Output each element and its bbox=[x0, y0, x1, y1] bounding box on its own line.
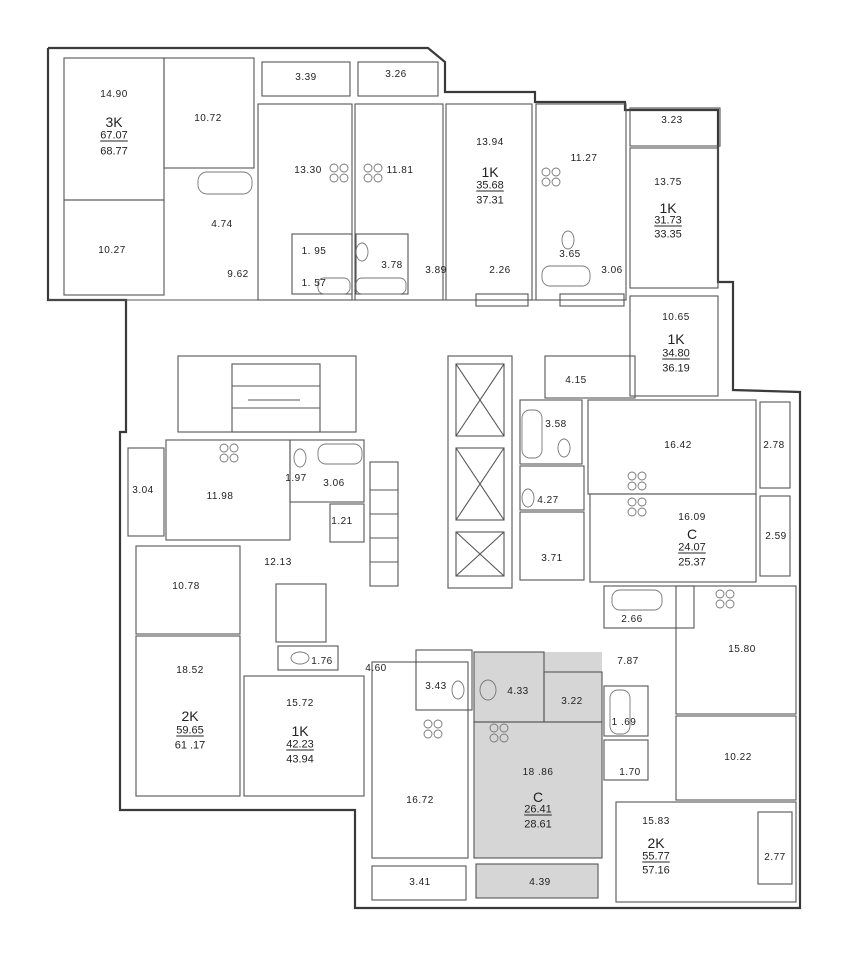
room-area: 13.75 bbox=[654, 177, 682, 188]
room-area: 4.60 bbox=[365, 663, 387, 674]
room-area: 2.59 bbox=[765, 531, 787, 542]
apartment-living-area: 26.41 bbox=[524, 803, 552, 816]
room-area: 2.26 bbox=[489, 265, 511, 276]
room-area: 14.90 bbox=[100, 89, 128, 100]
highlighted-balcony bbox=[476, 864, 598, 898]
room-area: 1 .69 bbox=[611, 717, 637, 728]
room-area: 7.87 bbox=[617, 656, 639, 667]
apartment-living-area: 55.77 bbox=[642, 850, 670, 863]
apartment-living-area: 24.07 bbox=[678, 541, 706, 554]
room-area: 18 .86 bbox=[522, 767, 554, 778]
room-area: 10.78 bbox=[172, 581, 200, 592]
apartment-type: 1K bbox=[667, 331, 685, 347]
room-area: 11.98 bbox=[206, 491, 234, 502]
outer-wall bbox=[46, 46, 802, 910]
plumbing-fixtures bbox=[197, 163, 735, 743]
apartment-total-area: 68.77 bbox=[100, 145, 128, 158]
room-area: 3.23 bbox=[661, 115, 683, 126]
room-area: 16.72 bbox=[406, 795, 434, 806]
room-area: 1. 57 bbox=[301, 278, 327, 289]
room-area: 3.43 bbox=[425, 681, 447, 692]
apartment-type: 2K bbox=[647, 835, 665, 851]
room-area: 18.52 bbox=[176, 665, 204, 676]
apartment-total-area: 57.16 bbox=[642, 864, 670, 877]
room-area: 16.09 bbox=[678, 512, 706, 523]
apartment-living-area: 59.65 bbox=[176, 724, 204, 737]
room-area: 12.13 bbox=[264, 557, 292, 568]
room-area: 3.22 bbox=[561, 696, 583, 707]
apartment-total-area: 25.37 bbox=[678, 556, 706, 569]
room-area: 3.78 bbox=[381, 260, 403, 271]
apartment-total-area: 61 .17 bbox=[174, 739, 206, 752]
apartment-living-area: 35.68 bbox=[476, 179, 504, 192]
room-area: 3.04 bbox=[132, 485, 154, 496]
room-area: 3.39 bbox=[295, 72, 317, 83]
room-area: 4.33 bbox=[507, 686, 529, 697]
room-area: 16.42 bbox=[664, 440, 692, 451]
room-area: 4.15 bbox=[565, 375, 587, 386]
room-area: 3.26 bbox=[385, 69, 407, 80]
apartment-total-area: 37.31 bbox=[476, 194, 504, 207]
apartment-living-area: 31.73 bbox=[654, 214, 682, 227]
room-area: 1.21 bbox=[331, 516, 353, 527]
apartment-living-area: 42.23 bbox=[286, 738, 314, 751]
room-area: 2.78 bbox=[763, 440, 785, 451]
apartment-total-area: 36.19 bbox=[662, 362, 690, 375]
apartment-type: 1K bbox=[291, 723, 309, 739]
core-walls bbox=[177, 355, 513, 589]
room-area: 1.70 bbox=[619, 767, 641, 778]
apartment-total-area: 43.94 bbox=[286, 753, 314, 766]
room-area: 3.89 bbox=[425, 265, 447, 276]
apartment-type: 2K bbox=[181, 708, 199, 724]
room-area: 15.83 bbox=[642, 816, 670, 827]
room-area: 15.72 bbox=[286, 698, 314, 709]
room-area: 9.62 bbox=[227, 269, 249, 280]
apartment-type: 3K bbox=[105, 114, 123, 130]
room-area: 1.97 bbox=[285, 473, 307, 484]
apartment-total-area: 33.35 bbox=[654, 228, 682, 241]
room-area: 2.77 bbox=[764, 852, 786, 863]
apartment-type: C bbox=[532, 789, 544, 805]
east-walls bbox=[519, 355, 797, 903]
room-area: 4.39 bbox=[529, 877, 551, 888]
apartment-type: 1K bbox=[659, 200, 677, 216]
room-area: 3.71 bbox=[541, 553, 563, 564]
room-area: 1.76 bbox=[311, 656, 333, 667]
apartment-type: 1K bbox=[481, 164, 499, 180]
room-area: 11.27 bbox=[570, 153, 598, 164]
room-area: 10.27 bbox=[98, 245, 126, 256]
room-area: 11.81 bbox=[386, 165, 414, 176]
room-area: 3.06 bbox=[601, 265, 623, 276]
room-area: 10.72 bbox=[194, 113, 222, 124]
room-area: 13.94 bbox=[476, 137, 504, 148]
room-area: 3.06 bbox=[323, 478, 345, 489]
apartment-living-area: 34.80 bbox=[662, 347, 690, 360]
room-area: 10.65 bbox=[662, 312, 690, 323]
room-area: 3.58 bbox=[545, 419, 567, 430]
room-area: 2.66 bbox=[621, 614, 643, 625]
apartment-living-area: 67.07 bbox=[100, 129, 128, 142]
room-area: 15.80 bbox=[728, 644, 756, 655]
room-area: 13.30 bbox=[294, 165, 322, 176]
north-walls bbox=[48, 57, 721, 397]
room-area: 1. 95 bbox=[301, 246, 327, 257]
room-area: 4.74 bbox=[211, 219, 233, 230]
room-area: 4.27 bbox=[537, 495, 559, 506]
room-area: 10.22 bbox=[724, 752, 752, 763]
west-south-walls bbox=[127, 439, 603, 901]
apartment-type: C bbox=[686, 526, 698, 542]
room-area: 3.65 bbox=[559, 249, 581, 260]
room-area: 3.41 bbox=[409, 877, 431, 888]
apartment-total-area: 28.61 bbox=[524, 818, 552, 831]
